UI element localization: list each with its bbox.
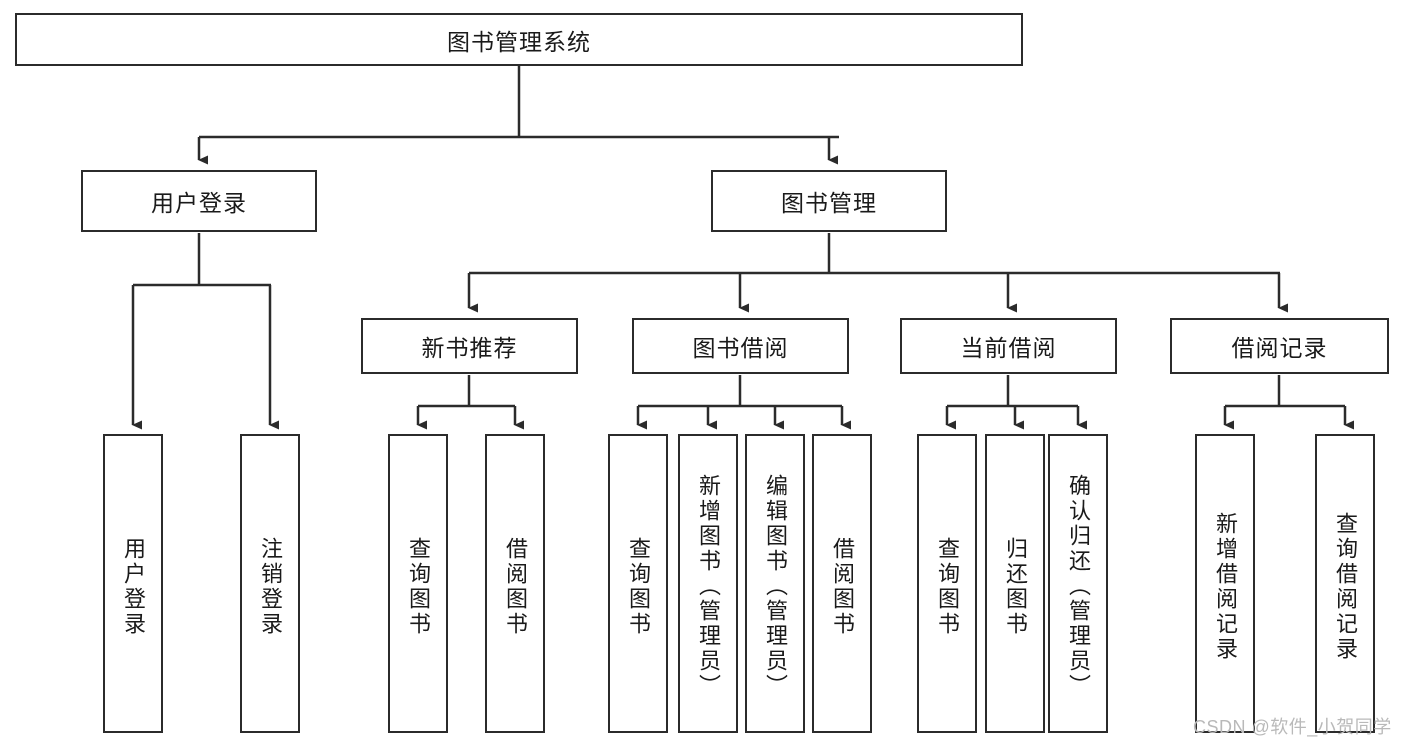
node-label: 查询图书 — [405, 536, 431, 637]
node-root-book-management-system[interactable]: 图书管理系统 — [15, 13, 1023, 66]
node-label: 编辑图书（管理员） — [762, 474, 788, 699]
node-label: 借阅记录 — [1231, 335, 1328, 361]
node-label: 图书管理系统 — [447, 28, 591, 55]
node-label: 注销登录 — [257, 536, 283, 637]
node-user-login[interactable]: 用户登录 — [81, 170, 317, 232]
node-book-borrow[interactable]: 图书借阅 — [632, 318, 849, 374]
node-label: 归还图书 — [1002, 536, 1028, 637]
node-label: 查询图书 — [934, 536, 960, 637]
csdn-watermark: CSDN @软件_小贺同学 — [1193, 717, 1392, 737]
node-current-borrow[interactable]: 当前借阅 — [900, 318, 1117, 374]
leaf-borrow-record-query-record[interactable]: 查询借阅记录 — [1315, 434, 1375, 733]
node-label: 查询借阅记录 — [1332, 511, 1358, 662]
node-book-management[interactable]: 图书管理 — [711, 170, 947, 232]
leaf-user-login-login[interactable]: 用户登录 — [103, 434, 163, 733]
node-label: 确认归还（管理员） — [1065, 474, 1091, 699]
leaf-current-borrow-query-book[interactable]: 查询图书 — [917, 434, 977, 733]
leaf-new-book-query-book[interactable]: 查询图书 — [388, 434, 448, 733]
leaf-book-borrow-borrow-book[interactable]: 借阅图书 — [812, 434, 872, 733]
node-label: 借阅图书 — [829, 536, 855, 637]
node-label: 查询图书 — [625, 536, 651, 637]
leaf-book-borrow-query-book[interactable]: 查询图书 — [608, 434, 668, 733]
leaf-book-borrow-add-book-admin[interactable]: 新增图书（管理员） — [678, 434, 738, 733]
node-label: 新书推荐 — [421, 335, 518, 361]
node-label: 图书管理 — [781, 190, 877, 216]
node-borrow-record[interactable]: 借阅记录 — [1170, 318, 1389, 374]
leaf-user-login-logout[interactable]: 注销登录 — [240, 434, 300, 733]
node-label: 借阅图书 — [502, 536, 528, 637]
node-label: 新增图书（管理员） — [695, 474, 721, 699]
node-label: 用户登录 — [120, 536, 146, 637]
leaf-new-book-borrow-book[interactable]: 借阅图书 — [485, 434, 545, 733]
leaf-book-borrow-edit-book-admin[interactable]: 编辑图书（管理员） — [745, 434, 805, 733]
leaf-current-borrow-return-book[interactable]: 归还图书 — [985, 434, 1045, 733]
node-label: 新增借阅记录 — [1212, 511, 1238, 662]
leaf-current-borrow-confirm-return-admin[interactable]: 确认归还（管理员） — [1048, 434, 1108, 733]
node-label: 用户登录 — [151, 190, 247, 216]
node-new-book-recommend[interactable]: 新书推荐 — [361, 318, 578, 374]
node-label: 当前借阅 — [960, 335, 1057, 361]
leaf-borrow-record-add-record[interactable]: 新增借阅记录 — [1195, 434, 1255, 733]
node-label: 图书借阅 — [692, 335, 789, 361]
